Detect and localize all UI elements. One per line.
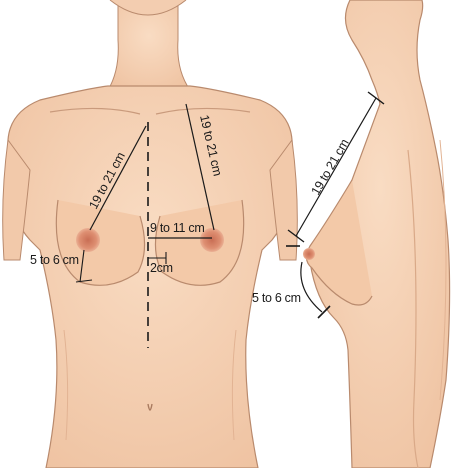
front-left-areola <box>76 228 100 252</box>
label-front-midline-offset: 2cm <box>150 261 173 275</box>
label-front-areola: 5 to 6 cm <box>30 253 79 267</box>
side-nipple <box>303 248 315 260</box>
side-view-figure <box>303 0 450 468</box>
label-side-areola: 5 to 6 cm <box>252 291 301 305</box>
label-side-diag: 19 to 21 cm <box>308 137 351 198</box>
label-front-inter-nipple: 9 to 11 cm <box>150 221 204 235</box>
